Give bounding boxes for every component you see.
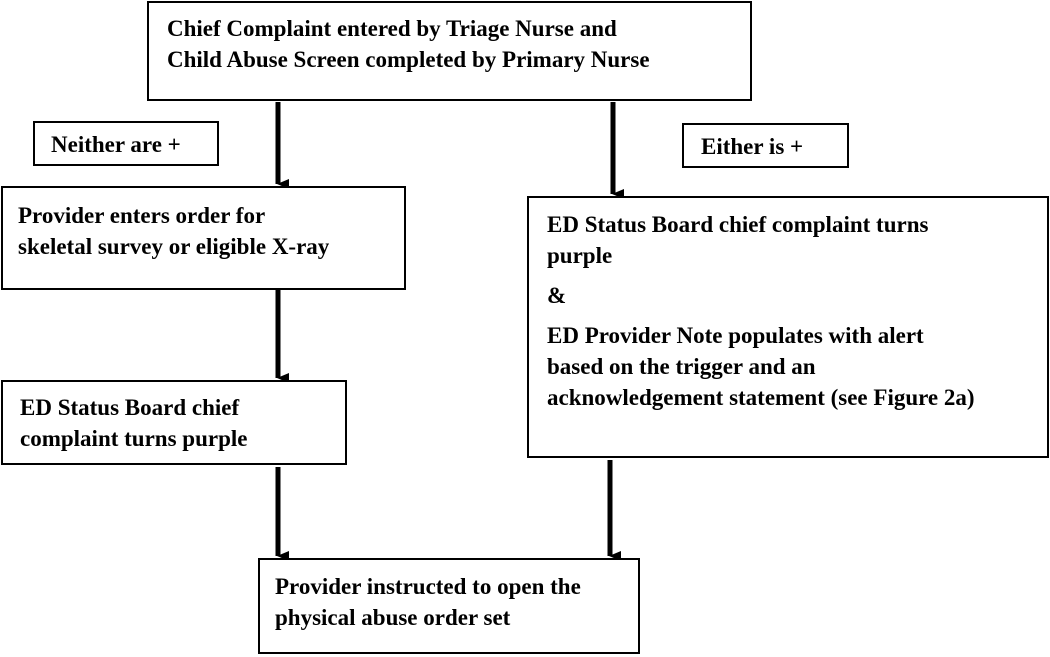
- alert-box: ED Status Board chief complaint turns pu…: [527, 196, 1049, 458]
- provider-order-line-2: skeletal survey or eligible X-ray: [18, 234, 330, 259]
- status-board-purple-line-1: ED Status Board chief: [20, 395, 240, 420]
- alert-line-1: ED Status Board chief complaint turns: [547, 212, 929, 237]
- neither-positive-text: Neither are +: [51, 132, 181, 157]
- status-board-purple-line-2: complaint turns purple: [20, 426, 248, 451]
- chief-complaint-box: Chief Complaint entered by Triage Nurse …: [147, 1, 752, 101]
- chief-complaint-line-2: Child Abuse Screen completed by Primary …: [167, 47, 650, 72]
- provider-order-box: Provider enters order for skeletal surve…: [1, 186, 406, 290]
- order-set-box: Provider instructed to open the physical…: [258, 558, 640, 654]
- provider-order-line-1: Provider enters order for: [18, 203, 266, 228]
- alert-line-4: based on the trigger and an: [547, 354, 816, 379]
- alert-ampersand: &: [547, 283, 567, 308]
- neither-positive-label: Neither are +: [33, 121, 219, 166]
- order-set-line-2: physical abuse order set: [275, 605, 511, 630]
- alert-line-5: acknowledgement statement (see Figure 2a…: [547, 385, 975, 410]
- alert-line-2: purple: [547, 243, 613, 268]
- alert-line-3: ED Provider Note populates with alert: [547, 323, 924, 348]
- status-board-purple-box: ED Status Board chief complaint turns pu…: [1, 380, 347, 465]
- chief-complaint-line-1: Chief Complaint entered by Triage Nurse …: [167, 16, 617, 41]
- order-set-line-1: Provider instructed to open the: [275, 574, 581, 599]
- either-positive-text: Either is +: [701, 134, 804, 159]
- either-positive-label: Either is +: [682, 123, 849, 168]
